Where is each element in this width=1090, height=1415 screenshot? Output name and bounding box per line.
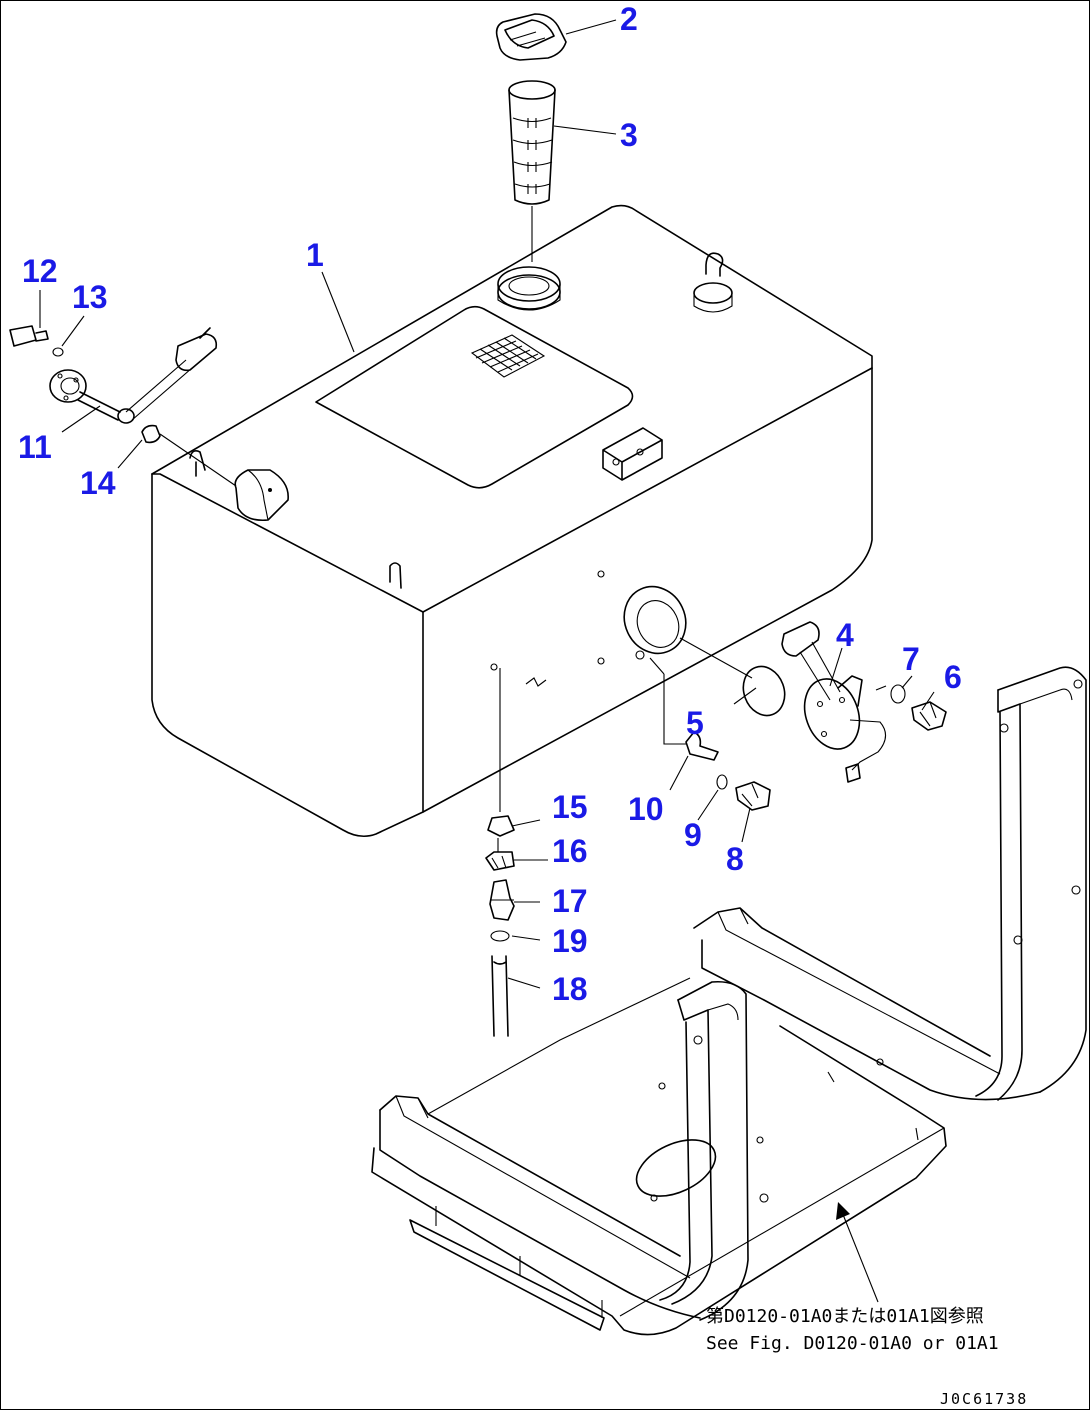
callout-17: 17 <box>552 883 588 919</box>
callout-8: 8 <box>726 841 744 877</box>
fuel-tank <box>151 204 873 838</box>
drawing-code: J0C61738 <box>940 1390 1028 1408</box>
callout-6: 6 <box>944 659 962 695</box>
level-gauge-assembly <box>9 325 237 487</box>
callout-15: 15 <box>552 789 588 825</box>
drain-valve-assembly <box>485 668 515 1037</box>
breather-mesh <box>470 334 546 378</box>
mounting-frame <box>371 666 1087 1336</box>
callout-1: 1 <box>306 237 324 273</box>
callout-9: 9 <box>684 817 702 853</box>
callout-13: 13 <box>72 279 108 315</box>
callout-10: 10 <box>628 791 664 827</box>
callout-4: 4 <box>836 617 854 653</box>
callout-2: 2 <box>620 1 638 37</box>
reference-note-en: See Fig. D0120-01A0 or 01A1 <box>706 1333 999 1354</box>
callout-12: 12 <box>22 253 58 289</box>
callout-16: 16 <box>552 833 588 869</box>
callout-7: 7 <box>902 641 920 677</box>
callout-18: 18 <box>552 971 588 1007</box>
callout-14: 14 <box>80 465 116 501</box>
callout-11: 11 <box>18 429 52 465</box>
reference-note-ja: 第D0120-01A0または01A1図参照 <box>706 1306 984 1327</box>
callout-19: 19 <box>552 923 588 959</box>
filler-cap <box>495 13 567 61</box>
leader-lines <box>39 19 935 1303</box>
callout-3: 3 <box>620 117 638 153</box>
callout-labels: 1 2 3 4 5 6 7 8 9 10 11 12 13 14 15 16 1… <box>18 1 962 1007</box>
filler-strainer <box>508 80 556 262</box>
callout-5: 5 <box>686 705 704 741</box>
fuel-sender-assembly <box>649 621 947 811</box>
